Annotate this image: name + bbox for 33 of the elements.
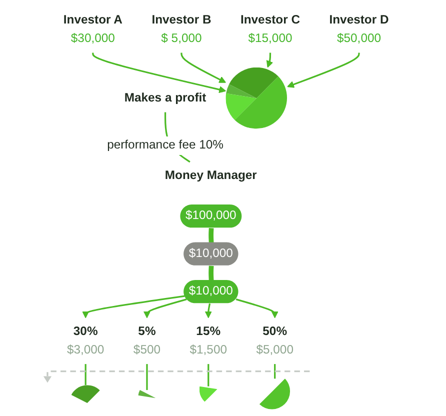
node-text: Investor D $50,000: [329, 12, 389, 46]
node-text: Money Manager: [164, 168, 257, 182]
node-wedge: [138, 390, 156, 398]
arrow: [143, 298, 187, 318]
node-text: Investor A $30,000: [63, 12, 122, 46]
arrow: [82, 295, 185, 318]
node-box: $10,000: [184, 242, 238, 266]
connector: [84, 364, 86, 386]
arrow: [180, 52, 226, 83]
arrow: [92, 52, 226, 94]
node-text: Investor B $ 5,000: [152, 12, 212, 46]
node-pie: [226, 67, 288, 130]
connector: [208, 264, 214, 282]
node-box: $10,000: [184, 280, 238, 304]
node-wedge: [199, 386, 218, 402]
arrow: [287, 52, 360, 88]
arrow: [236, 298, 278, 318]
node-text: 30% $3,000: [66, 324, 104, 356]
node-text: 15% $1,500: [190, 324, 227, 356]
arrow: [266, 52, 274, 68]
node-text: Investor C $15,000: [240, 12, 300, 46]
arrow: [204, 303, 212, 318]
connector: [146, 364, 148, 390]
connector: [208, 364, 210, 386]
node-text: 50% $5,000: [256, 324, 294, 356]
node-wedge: [71, 385, 100, 404]
edge-label: performance fee 10%: [107, 138, 224, 152]
connector: [208, 226, 214, 244]
node-wedge: [259, 378, 290, 410]
node-text: Makes a profit: [124, 90, 206, 105]
node-text: 5% $500: [133, 324, 161, 356]
connector: [274, 364, 276, 379]
node-box: $100,000: [180, 204, 242, 228]
